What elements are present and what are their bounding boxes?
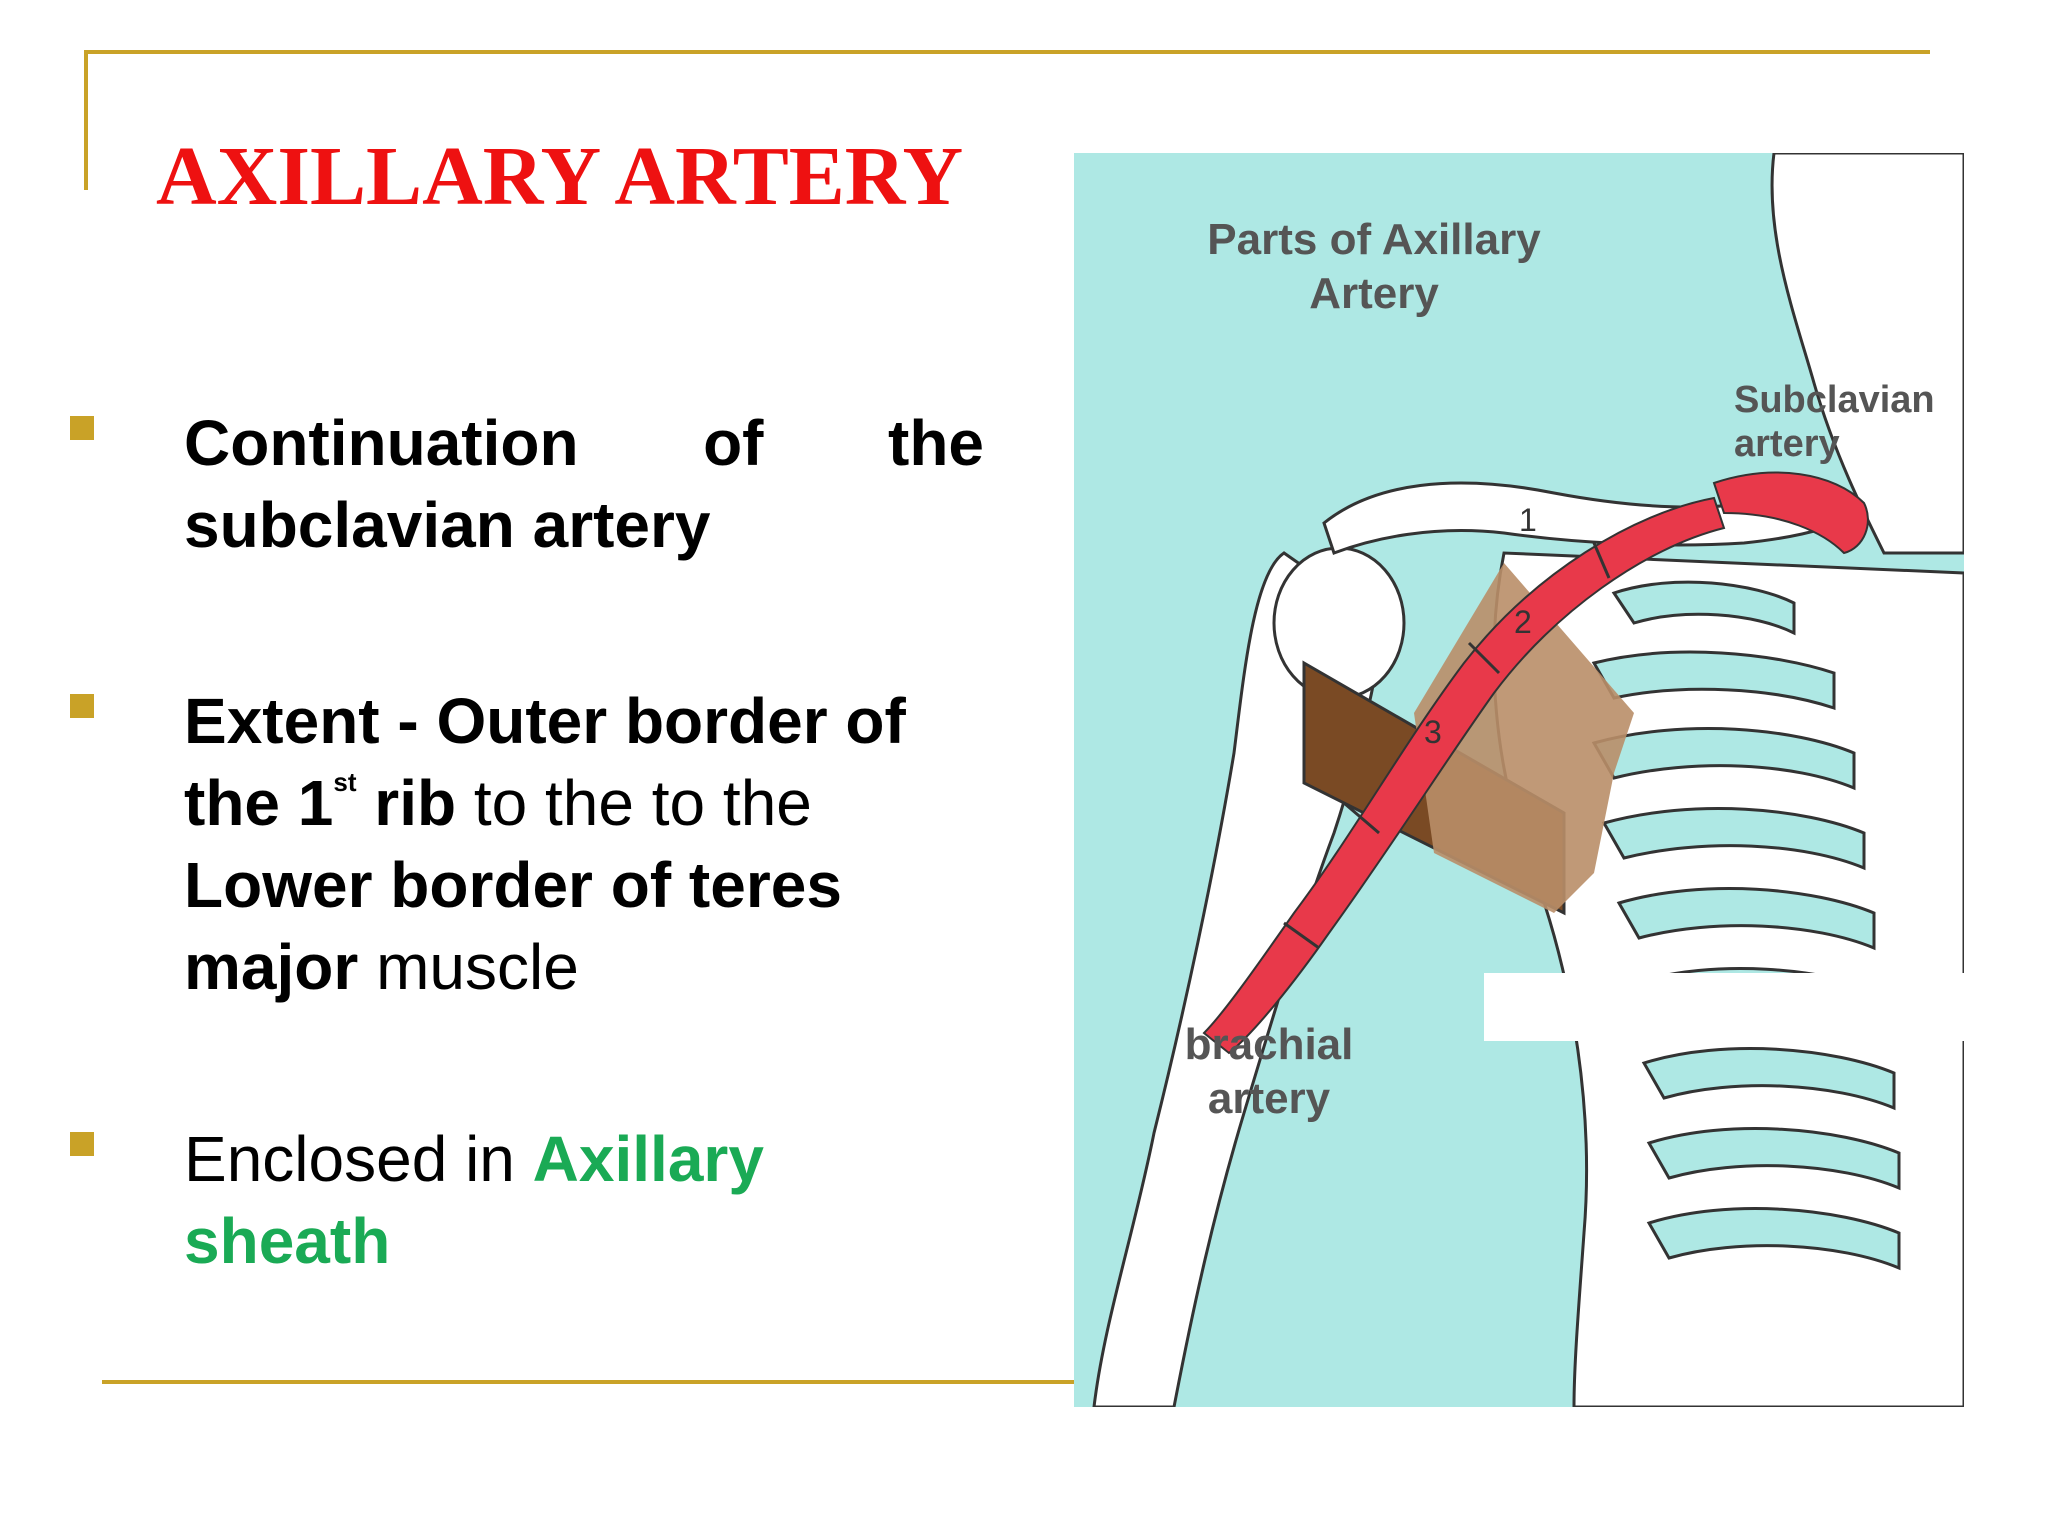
bullet-2-line-4: major muscle: [184, 931, 579, 1003]
part-number-3: 3: [1424, 714, 1442, 750]
bullet-3-line-1: Enclosed in Axillary: [184, 1123, 764, 1195]
bullet-2-line-2: the 1st rib to the to the: [184, 767, 812, 839]
humeral-head: [1272, 546, 1406, 700]
label-cover-patch: [1484, 973, 1964, 1041]
slide-title: AXILLARY ARTERY: [156, 130, 964, 223]
axillary-artery-diagram: 1 2 3 Parts of Axillary Artery Subclavia…: [1074, 153, 1964, 1407]
bullet-3-line-2: sheath: [184, 1205, 391, 1277]
bullet-2-text: Extent - Outer border of the 1st rib to …: [184, 680, 984, 1008]
bullet-2-line-1: Extent - Outer border of: [184, 685, 906, 757]
frame-bottom-rule: [102, 1380, 1102, 1384]
bullet-1-word-3: the: [888, 407, 984, 479]
anatomy-illustration: 1 2 3: [1092, 153, 1964, 1407]
neck-spine: [1770, 153, 1964, 555]
axillary-artery: [1202, 496, 1726, 1055]
pectoralis-minor-muscle: [1414, 563, 1634, 913]
part-dividers: [1283, 542, 1611, 950]
bullet-square-icon: [70, 1132, 94, 1156]
frame-left-rule: [84, 50, 88, 190]
bullet-1-line-2: subclavian artery: [184, 489, 711, 561]
part-number-1: 1: [1519, 502, 1537, 538]
part-number-2: 2: [1514, 604, 1532, 640]
bullet-square-icon: [70, 416, 94, 440]
brachial-label: brachial artery: [1184, 1020, 1354, 1123]
bullet-1-word-2: of: [703, 407, 764, 479]
bullet-square-icon: [70, 694, 94, 718]
subclavian-artery: [1712, 471, 1869, 555]
bullet-1-text: Continuation of the subclavian artery: [184, 402, 984, 566]
figure-title: Parts of Axillary Artery: [1207, 215, 1541, 318]
subclavian-label: Subclavian artery: [1734, 379, 1935, 465]
bullet-3-text: Enclosed in Axillary sheath: [184, 1118, 984, 1282]
bullet-2-line-3: Lower border of teres: [184, 849, 842, 921]
frame-top-rule: [84, 50, 1930, 54]
bullet-1-word-1: Continuation: [184, 407, 579, 479]
